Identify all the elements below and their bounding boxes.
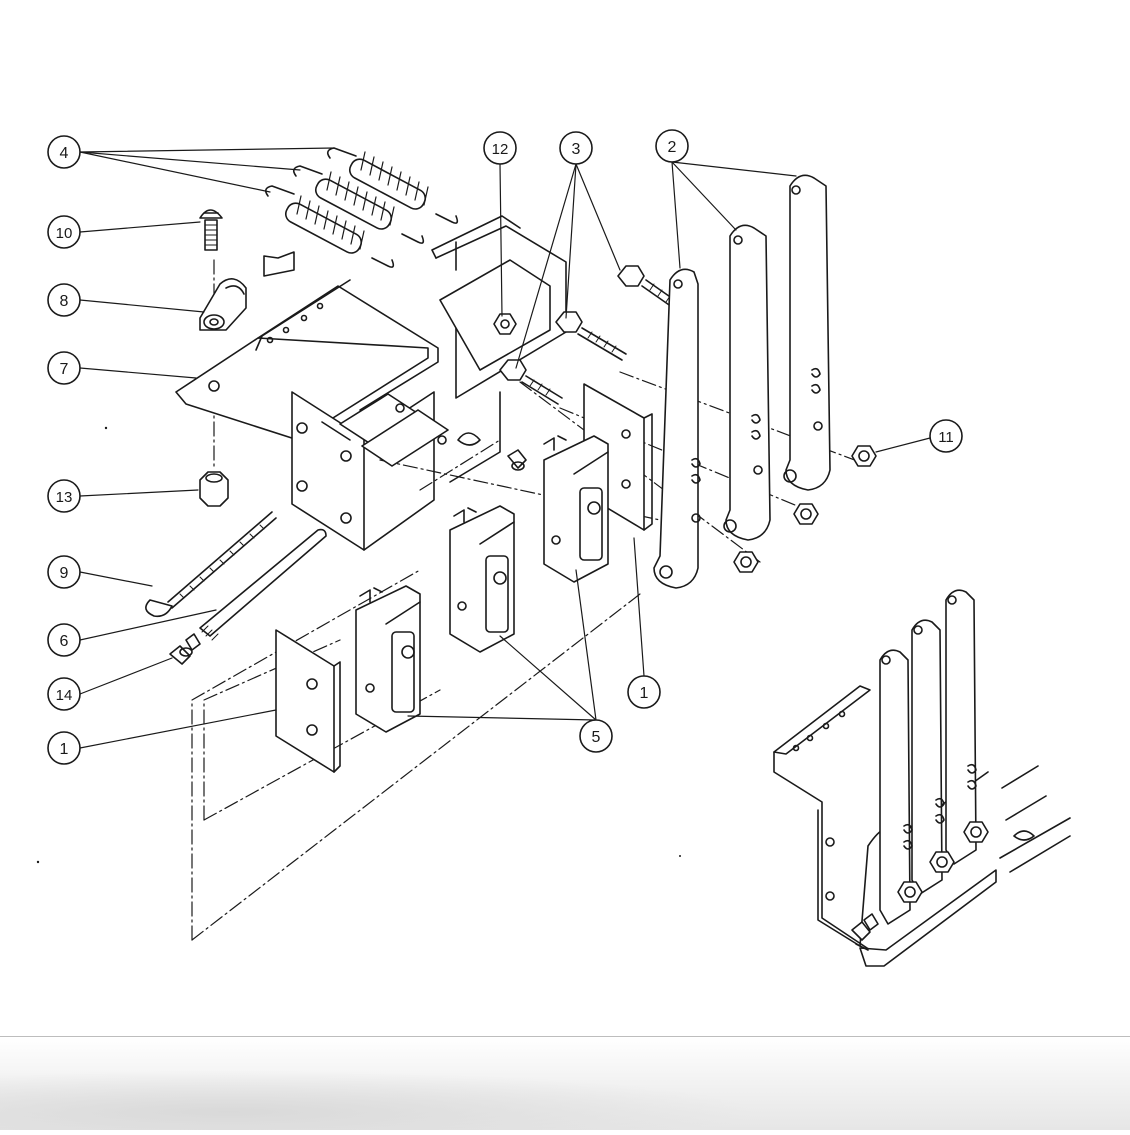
callout-5: 5 (579, 719, 613, 753)
callout-group: 4 10 8 7 13 9 6 14 1 12 3 2 11 1 5 (47, 129, 963, 765)
spring-icon (264, 185, 395, 268)
spring-icon-group (264, 147, 459, 268)
spring-icon (292, 165, 425, 244)
callout-label: 14 (56, 687, 73, 704)
callout-label: 12 (492, 141, 509, 158)
callout-label: 1 (60, 741, 69, 758)
contact-block-icon (355, 585, 421, 733)
callout-4: 4 (47, 135, 81, 169)
nut-icon (493, 313, 517, 335)
bolt-icon (499, 359, 563, 405)
contact-block-icon (543, 435, 609, 583)
contact-block-icon (449, 505, 515, 653)
callout-8: 8 (47, 283, 81, 317)
nut-icon (929, 851, 955, 873)
frame-bottom-border (0, 1036, 1130, 1037)
callout-7: 7 (47, 351, 81, 385)
plate-icon (275, 629, 341, 773)
callout-1: 1 (627, 675, 661, 709)
callout-1: 1 (47, 731, 81, 765)
callout-label: 9 (60, 565, 69, 582)
callout-label: 5 (592, 729, 601, 746)
footer-blur (0, 1070, 760, 1130)
callout-label: 3 (572, 141, 581, 158)
callout-label: 2 (668, 139, 677, 156)
lever-icon (911, 619, 943, 895)
callout-11: 11 (929, 419, 963, 453)
leader-lines (79, 147, 931, 749)
nut-icon (199, 471, 229, 507)
wing-nut-icon (851, 913, 879, 951)
callout-label: 1 (640, 685, 649, 702)
callout-14: 14 (47, 677, 81, 711)
callout-label: 7 (60, 361, 69, 378)
callout-12: 12 (483, 131, 517, 165)
callout-2: 2 (655, 129, 689, 163)
callout-3: 3 (559, 131, 593, 165)
nut-icon (851, 445, 877, 467)
rod-icon (199, 528, 327, 641)
callout-9: 9 (47, 555, 81, 589)
nut-icon (897, 881, 923, 903)
long-screw-icon (145, 511, 277, 618)
callout-label: 4 (60, 145, 69, 162)
wing-nut-icon (507, 449, 527, 471)
lever-icon (879, 649, 911, 925)
lever-icon (945, 589, 977, 865)
wing-nut-icon (169, 633, 201, 665)
screw-icon (199, 209, 223, 251)
callout-label: 10 (56, 225, 73, 242)
callout-label: 13 (56, 489, 73, 506)
base-bracket-icon (175, 215, 567, 551)
bolt-icon (555, 311, 627, 361)
scan-specks (36, 426, 681, 864)
callout-label: 8 (60, 293, 69, 310)
callout-13: 13 (47, 479, 81, 513)
lever-icon (723, 224, 771, 541)
callout-label: 11 (938, 429, 954, 446)
nut-icon (733, 551, 759, 573)
clamp-icon (199, 278, 247, 331)
nut-icon (793, 503, 819, 525)
nut-icon (963, 821, 989, 843)
lever-icon (783, 174, 831, 491)
callout-10: 10 (47, 215, 81, 249)
assembled-inset-view (773, 589, 1071, 967)
lever-icon (653, 268, 701, 589)
callout-label: 6 (60, 633, 69, 650)
callout-6: 6 (47, 623, 81, 657)
